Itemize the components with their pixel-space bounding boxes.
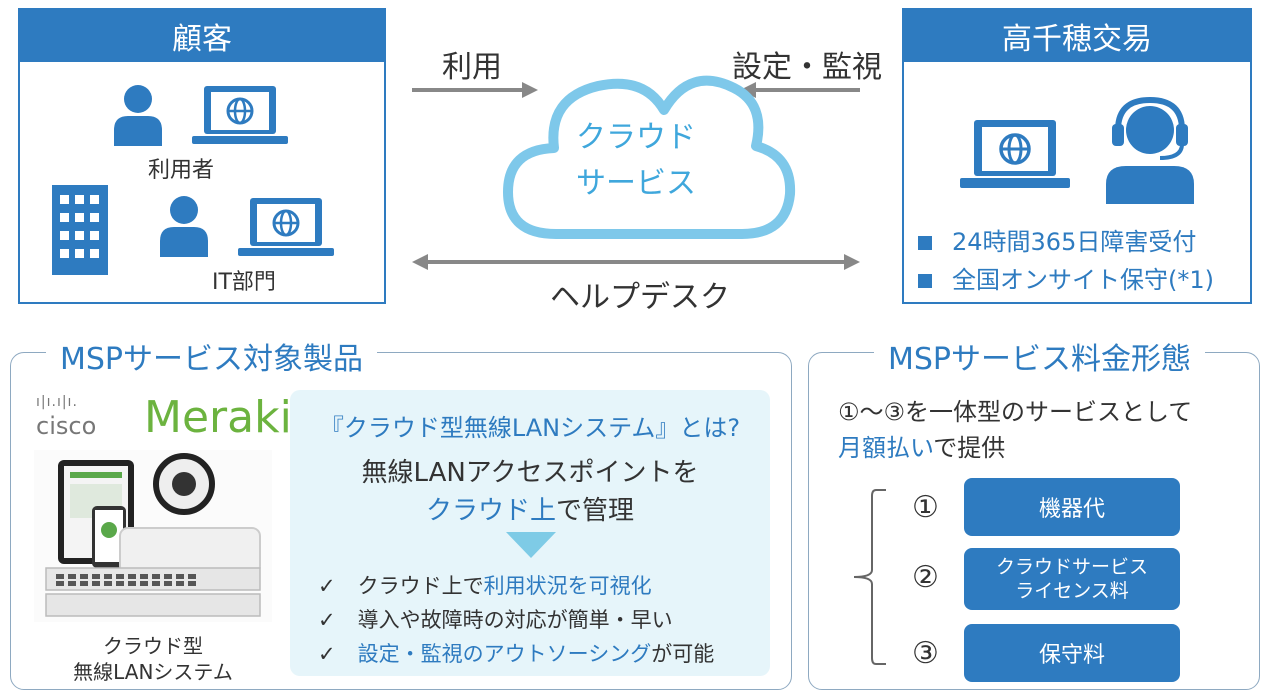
desc-line2-rest: で管理 <box>556 496 635 526</box>
down-triangle-icon <box>506 532 556 558</box>
use-label: 利用 <box>442 50 502 85</box>
vendor-title: 高千穂交易 <box>904 10 1250 62</box>
pricing-item-label-line2: ライセンス料 <box>1015 580 1129 602</box>
cisco-logo: ı|ı.ı|ı. cisco <box>36 390 96 438</box>
setup-label: 設定・監視 <box>732 50 882 85</box>
pricing-num-1: ① <box>912 490 939 525</box>
square-bullet-icon <box>918 274 932 288</box>
square-bullet-icon <box>918 236 932 250</box>
check-item-1: ✓ クラウド上で利用状況を可視化 <box>318 570 652 600</box>
desc-line2-highlight: クラウド上 <box>425 496 556 526</box>
pricing-item-license: クラウドサービス ライセンス料 <box>964 548 1180 610</box>
check-icon: ✓ <box>318 608 336 632</box>
check-item-3: ✓ 設定・監視のアウトソーシングが可能 <box>318 638 714 668</box>
product-caption-line1: クラウド型 <box>103 634 203 658</box>
pricing-item-equipment: 機器代 <box>964 478 1180 536</box>
check-highlight: 設定・監視のアウトソーシング <box>357 642 652 666</box>
it-person-icon <box>160 196 208 257</box>
check-highlight: 利用状況を可視化 <box>483 574 652 598</box>
vendor-bullet-text: 全国オンサイト保守(*1) <box>952 266 1214 294</box>
cloud-text-line1: クラウド <box>576 120 696 155</box>
pricing-intro-rest: で提供 <box>933 434 1006 462</box>
check-text: クラウド上で <box>357 574 484 598</box>
bracket-shape <box>853 489 886 665</box>
vendor-bullet-1: 24時間365日障害受付 <box>918 222 1196 257</box>
meraki-logo: Meraki <box>144 392 292 443</box>
use-arrow <box>412 82 538 98</box>
pricing-item-label: 機器代 <box>1038 497 1105 522</box>
vendor-laptop-icon <box>960 120 1070 188</box>
check-text: が可能 <box>651 642 715 666</box>
helpdesk-label: ヘルプデスク <box>550 280 730 315</box>
setup-arrow <box>740 82 860 98</box>
vendor-bullet-text: 24時間365日障害受付 <box>952 228 1197 256</box>
pricing-item-maintenance: 保守料 <box>964 624 1180 682</box>
question-text: 『クラウド型無線LANシステム』とは? <box>319 414 741 442</box>
product-caption-line2: 無線LANシステム <box>73 660 233 684</box>
user-label: 利用者 <box>148 158 215 183</box>
cloud-shape <box>503 75 796 239</box>
pricing-num-3: ③ <box>912 636 939 671</box>
cisco-wordmark: cisco <box>36 412 97 440</box>
customer-title: 顧客 <box>20 10 384 62</box>
desc-line1: 無線LANアクセスポイントを <box>361 458 699 488</box>
pricing-num-2: ② <box>912 560 939 595</box>
check-item-2: ✓ 導入や故障時の対応が簡単・早い <box>318 604 673 634</box>
helpdesk-arrow <box>412 254 860 270</box>
vendor-panel: 高千穂交易 <box>902 8 1252 304</box>
pricing-intro-highlight: 月額払い <box>838 434 934 462</box>
support-headset-icon <box>1106 96 1194 204</box>
pricing-intro-line1: ①〜③を一体型のサービスとして <box>838 398 1193 426</box>
cisco-bars-icon: ı|ı.ı|ı. <box>36 394 78 410</box>
meraki-product-image <box>34 450 272 622</box>
check-text: 導入や故障時の対応が簡単・早い <box>357 608 673 632</box>
pricing-item-label: クラウドサービス <box>995 556 1148 578</box>
check-icon: ✓ <box>318 642 336 666</box>
vendor-bullet-2: 全国オンサイト保守(*1) <box>918 260 1214 295</box>
pricing-title: MSPサービス料金形態 <box>874 334 1206 378</box>
check-icon: ✓ <box>318 574 336 598</box>
user-person-icon <box>114 85 162 146</box>
building-icon <box>52 185 108 275</box>
products-frame <box>10 352 792 690</box>
pricing-intro-line2: 月額払いで提供 <box>838 428 1005 463</box>
desc-line2: クラウド上で管理 <box>290 490 770 527</box>
products-title: MSPサービス対象製品 <box>46 334 378 378</box>
cloud-text-line2: サービス <box>576 166 696 201</box>
it-label: IT部門 <box>212 270 276 295</box>
user-laptop-icon <box>192 86 288 144</box>
pricing-item-label: 保守料 <box>1038 643 1105 668</box>
it-laptop-icon <box>238 198 334 256</box>
